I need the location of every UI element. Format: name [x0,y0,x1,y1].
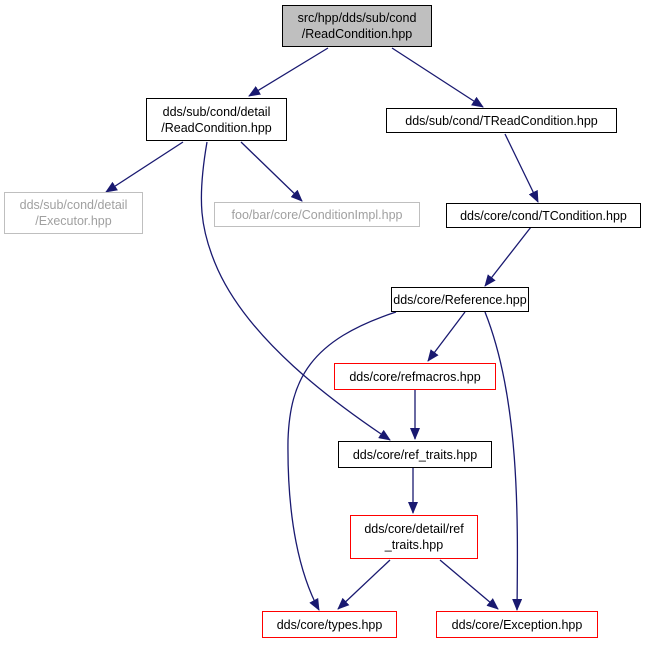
edge-treadcondition-to-tcondition [504,133,539,203]
node-label-line1: dds/sub/cond/detail [162,104,271,119]
node-label-line2: _traits.hpp [384,538,444,552]
node-conditionimpl[interactable]: foo/bar/core/ConditionImpl.hpp [214,202,420,227]
node-detail-readcondition[interactable]: dds/sub/cond/detail /ReadCondition.hpp [146,98,287,141]
node-executor[interactable]: dds/sub/cond/detail /Executor.hpp [4,192,143,234]
node-label: dds/core/refmacros.hpp [349,369,481,384]
node-label: dds/core/Reference.hpp [393,292,527,307]
edge-reference-to-types [287,311,397,611]
node-label: dds/core/cond/TCondition.hpp [460,208,627,223]
node-ref-traits[interactable]: dds/core/ref_traits.hpp [338,441,492,468]
edge-detail-ref-traits-to-types [337,559,391,610]
node-label-line1: src/hpp/dds/sub/cond [297,11,417,25]
edge-tcondition-to-reference [484,226,532,287]
edge-reference-to-refmacros [427,311,466,362]
edge-reference-to-exception [484,311,523,611]
node-label: dds/core/Exception.hpp [451,617,583,632]
edge-detail-readcondition-to-executor [105,141,184,193]
edge-detail-readcondition-to-conditionimpl [240,141,303,202]
edge-detail-readcondition-to-ref-traits [200,141,391,441]
edge-root-to-detail-readcondition [248,47,329,97]
node-treadcondition[interactable]: dds/sub/cond/TReadCondition.hpp [386,108,617,133]
node-exception[interactable]: dds/core/Exception.hpp [436,611,598,638]
edge-root-to-treadcondition [391,47,484,108]
node-detail-ref-traits[interactable]: dds/core/detail/ref _traits.hpp [350,515,478,559]
node-label-line2: /ReadCondition.hpp [161,120,272,135]
node-label: dds/sub/cond/TReadCondition.hpp [405,113,598,128]
node-refmacros[interactable]: dds/core/refmacros.hpp [334,363,496,390]
node-label-line1: dds/sub/cond/detail [19,198,128,212]
node-label-line1: dds/core/detail/ref [364,522,464,536]
node-types[interactable]: dds/core/types.hpp [262,611,397,638]
edge-detail-ref-traits-to-exception [439,559,499,610]
node-label-line2: /Executor.hpp [35,214,112,228]
node-root-readcondition[interactable]: src/hpp/dds/sub/cond /ReadCondition.hpp [282,5,432,47]
node-label: foo/bar/core/ConditionImpl.hpp [231,207,403,222]
node-reference[interactable]: dds/core/Reference.hpp [391,287,529,312]
node-label: dds/core/ref_traits.hpp [352,447,478,462]
node-label-line2: /ReadCondition.hpp [301,27,413,41]
node-tcondition[interactable]: dds/core/cond/TCondition.hpp [446,203,641,228]
node-label: dds/core/types.hpp [276,617,383,632]
